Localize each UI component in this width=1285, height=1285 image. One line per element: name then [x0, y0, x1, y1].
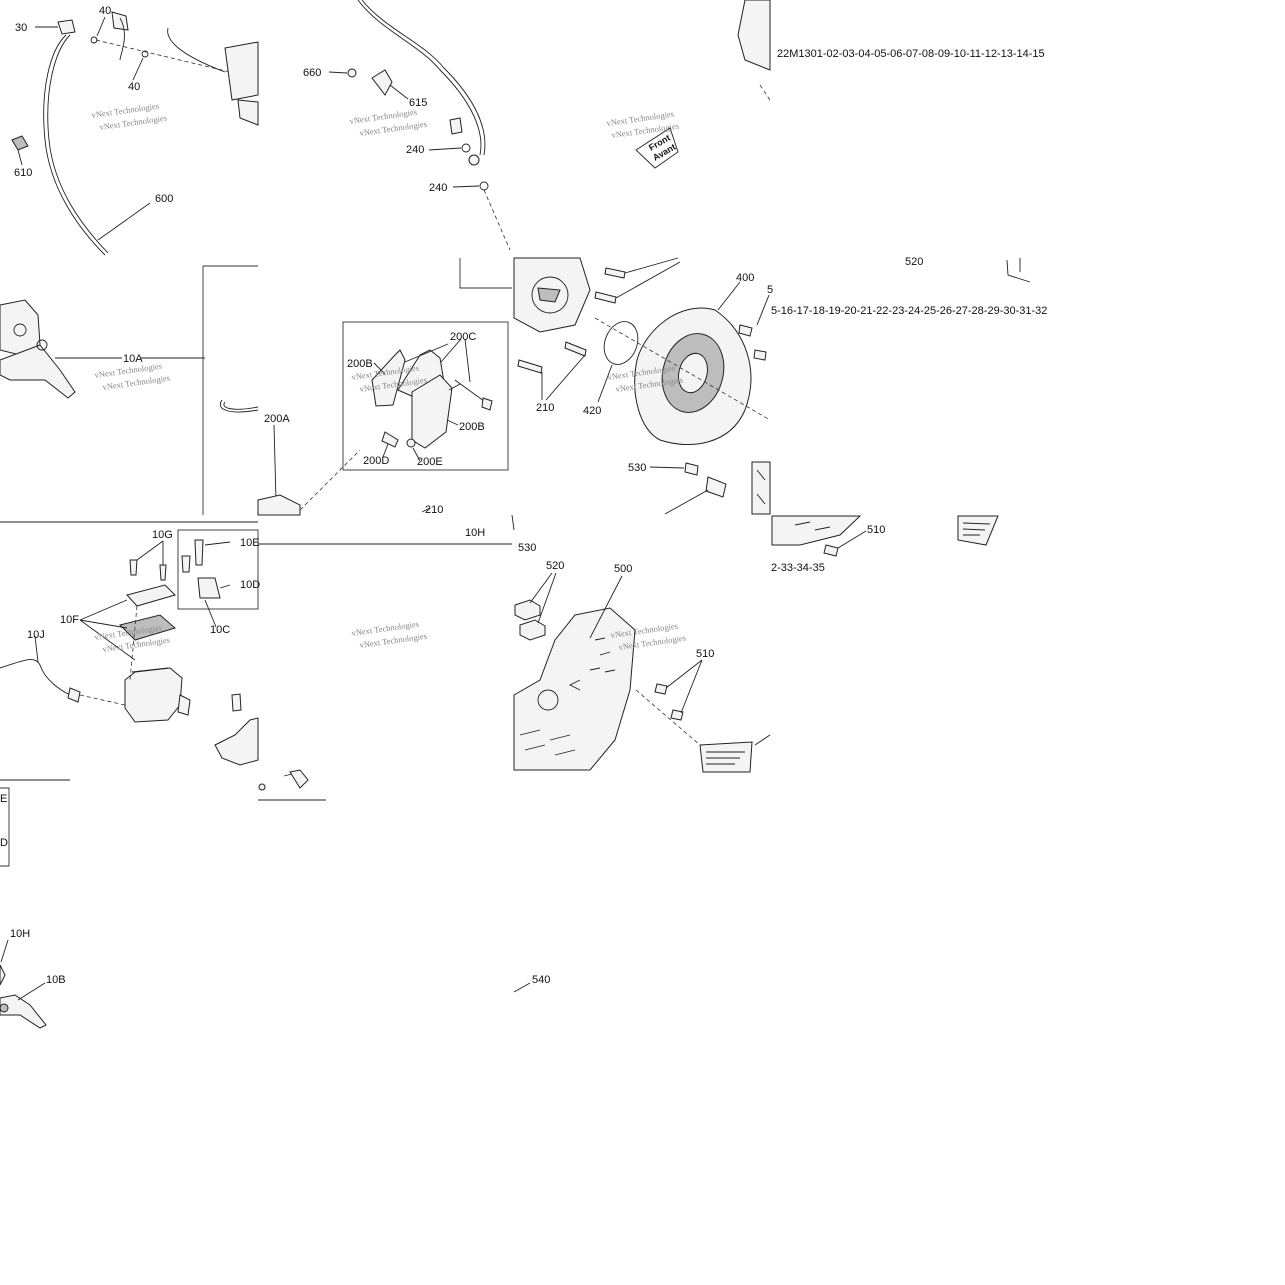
callout-240-upper: 240 — [406, 144, 424, 156]
callout-210-disc: 210 — [536, 402, 554, 414]
brake-lever-master-cylinder — [0, 265, 258, 515]
callout-5: 5 — [767, 284, 773, 296]
callout-200a: 200A — [264, 413, 290, 425]
callout-30: 30 — [15, 22, 27, 34]
callout-240-lower: 240 — [429, 182, 447, 194]
brake-hose-assembly-top-left — [11, 11, 259, 256]
callout-610: 610 — [14, 167, 32, 179]
callout-540: 540 — [532, 974, 550, 986]
brake-disc-hub — [459, 257, 771, 515]
callout-510-guard: 510 — [696, 648, 714, 660]
callout-10c: 10C — [210, 624, 230, 636]
callout-10a: 10A — [123, 353, 143, 365]
callout-10b: 10B — [46, 974, 66, 986]
callout-200e: 200E — [417, 456, 443, 468]
diagram-code-line-3: 2-33-34-35 — [771, 562, 825, 574]
callout-e-fragment: E — [0, 793, 7, 805]
brake-line-middle — [328, 0, 511, 251]
callout-500: 500 — [614, 563, 632, 575]
callout-10d: 10D — [240, 579, 260, 591]
callout-600: 600 — [155, 193, 173, 205]
callout-40-upper: 40 — [99, 5, 111, 17]
callout-420: 420 — [583, 405, 601, 417]
callout-530-lower: 530 — [518, 542, 536, 554]
callout-510-right: 510 — [867, 524, 885, 536]
callout-40-lower: 40 — [128, 81, 140, 93]
callout-530-upper: 530 — [628, 462, 646, 474]
callout-10f: 10F — [60, 614, 79, 626]
callout-200c: 200C — [450, 331, 476, 343]
callout-615: 615 — [409, 97, 427, 109]
callout-d-fragment: D — [0, 837, 8, 849]
callout-10j: 10J — [27, 629, 45, 641]
callout-200b-left: 200B — [347, 358, 373, 370]
callout-10g: 10G — [152, 529, 173, 541]
disc-guard-assembly — [511, 514, 771, 773]
callout-200b-right: 200B — [459, 421, 485, 433]
lever-fragment-bottom-left — [0, 787, 47, 1029]
callout-10h-center: 10H — [465, 527, 485, 539]
callout-660: 660 — [303, 67, 321, 79]
callout-210-center: 210 — [425, 504, 443, 516]
callout-10h-bottom: 10H — [10, 928, 30, 940]
callout-400: 400 — [736, 272, 754, 284]
callout-10e: 10E — [240, 537, 260, 549]
callout-200d: 200D — [363, 455, 389, 467]
callout-520-guard: 520 — [546, 560, 564, 572]
callout-520-right: 520 — [905, 256, 923, 268]
diagram-code-line-2: 5-16-17-18-19-20-21-22-23-24-25-26-27-28… — [771, 305, 1047, 317]
diagram-code-line-1: 22M1301-02-03-04-05-06-07-08-09-10-11-12… — [777, 48, 1045, 60]
disc-guard-fragment-right — [771, 515, 999, 557]
caliper-pads-kit — [219, 321, 512, 545]
caliper-fragment-top-right — [737, 0, 771, 101]
master-cylinder-exploded — [0, 521, 259, 781]
banjo-bolt-fragment — [258, 769, 326, 801]
